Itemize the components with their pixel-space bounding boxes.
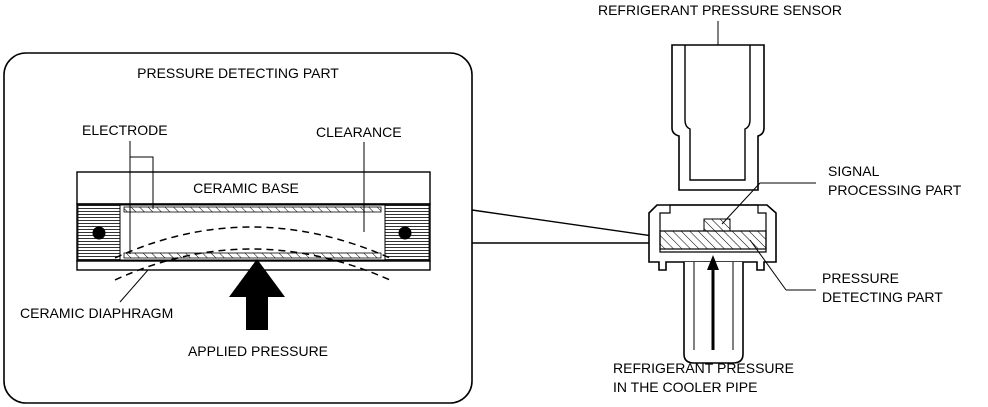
- ceramic-base-label: CERAMIC BASE: [193, 180, 299, 196]
- top-electrode: [123, 206, 382, 213]
- diaphragm-deflection-upper: [114, 226, 391, 259]
- pressure-detecting-leader: [749, 239, 787, 291]
- pressure-detecting-label-2: DETECTING PART: [822, 289, 943, 305]
- sensor-inner-housing: [659, 204, 767, 253]
- pressure-detecting-label-1: PRESSURE: [822, 270, 899, 286]
- refrigerant-pressure-sensor: REFRIGERANT PRESSURE SENSOR SIGNAL PROCE…: [598, 2, 962, 395]
- cooler-pipe-label-2: IN THE COOLER PIPE: [613, 379, 757, 395]
- left-seal-dot: [92, 226, 106, 240]
- signal-processing-chip: [703, 218, 731, 232]
- ceramic-diaphragm-label: CERAMIC DIAPHRAGM: [20, 305, 173, 321]
- signal-processing-label-1: SIGNAL: [828, 163, 880, 179]
- sensor-title: REFRIGERANT PRESSURE SENSOR: [598, 2, 842, 18]
- bottom-electrode: [123, 252, 382, 259]
- refrigerant-pressure-arrow-head: [707, 255, 719, 270]
- ceramic-diaphragm-leader: [119, 269, 149, 303]
- applied-pressure-arrow: [229, 259, 285, 330]
- electrode-leader-top: [130, 156, 154, 209]
- pressure-detecting-element: [659, 230, 767, 250]
- pressure-cavity: [119, 204, 386, 261]
- connector-housing: [671, 44, 765, 191]
- zoom-line-top: [471, 209, 661, 238]
- detail-panel: PRESSURE DETECTING PART CERAMIC BASE ELE…: [3, 52, 473, 404]
- signal-processing-label-2: PROCESSING PART: [828, 182, 962, 198]
- applied-pressure-label: APPLIED PRESSURE: [188, 343, 328, 359]
- diaphragm-deflection-lower: [114, 248, 391, 281]
- connector-cavity: [684, 45, 751, 181]
- clearance-label: CLEARANCE: [316, 124, 402, 140]
- right-seal-dot: [398, 226, 412, 240]
- detail-panel-title: PRESSURE DETECTING PART: [137, 65, 339, 81]
- electrode-label: ELECTRODE: [82, 122, 168, 138]
- detail-panel-frame: [3, 52, 473, 404]
- cooler-pipe-label-1: REFRIGERANT PRESSURE: [613, 360, 794, 376]
- signal-processing-leader: [721, 182, 761, 225]
